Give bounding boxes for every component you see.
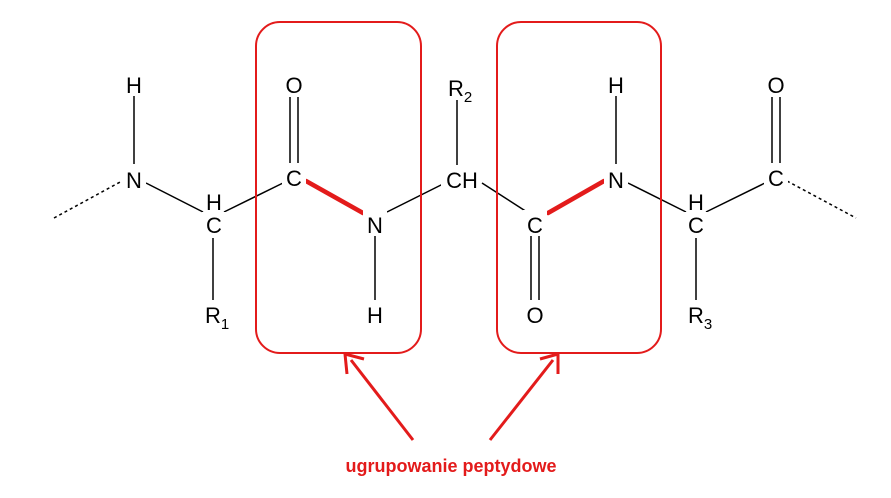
atom-n1: N [126, 168, 142, 193]
terminal-dashed-bond-right [786, 180, 857, 219]
atom-h-n3: H [608, 73, 624, 98]
atom-c1: C [286, 166, 302, 191]
double-bonds [289, 97, 781, 300]
atom-c2: C [527, 213, 543, 238]
single-bonds [133, 96, 766, 300]
atom-o1: O [285, 73, 302, 98]
arrowhead-1 [343, 351, 365, 375]
atom-h-ca1: H [206, 190, 222, 215]
bond-ca1-c1 [223, 182, 284, 213]
peptide-bond-2 [545, 178, 607, 216]
atom-h-ca3: H [688, 190, 704, 215]
bond-ca3-c3 [705, 182, 766, 213]
atom-h-n1: H [126, 73, 142, 98]
bond-ca2-c2 [481, 182, 528, 213]
atom-o2: O [526, 303, 543, 328]
arrow-shaft-2 [488, 359, 555, 441]
atom-n2: N [367, 213, 383, 238]
atom-n3: N [608, 168, 624, 193]
caption-arrows [343, 351, 560, 441]
atom-labels: H N H C O C N H CH C O H N H C O C R1 R2… [122, 73, 788, 333]
atom-r1: R1 [205, 303, 229, 333]
peptide-bond-1 [303, 178, 366, 216]
atom-r3: R3 [688, 303, 712, 333]
terminal-dashed-bond-left [53, 180, 123, 219]
peptide-group-box-1 [255, 21, 422, 354]
atom-ca2: CH [446, 168, 478, 193]
peptide-group-box-2 [496, 21, 662, 354]
atom-c3: C [768, 166, 784, 191]
bond-n3-ca3 [627, 182, 687, 213]
arrow-shaft-1 [349, 359, 415, 441]
atom-h-n2: H [367, 303, 383, 328]
atom-o3: O [767, 73, 784, 98]
arrowhead-2 [539, 352, 560, 374]
atom-r2: R2 [448, 76, 472, 106]
atom-ca3: C [688, 213, 704, 238]
bond-n1-ca1 [145, 182, 204, 213]
bond-n2-ca2 [386, 182, 446, 213]
caption-peptide-group: ugrupowanie peptydowe [345, 456, 556, 476]
atom-ca1: C [206, 213, 222, 238]
